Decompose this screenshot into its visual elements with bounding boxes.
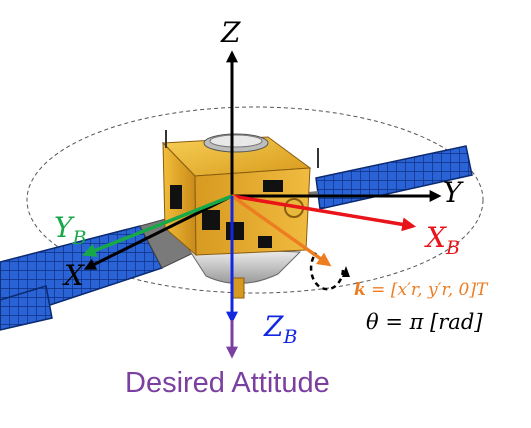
engine-cone [187, 247, 302, 299]
body-x-label: XB [424, 221, 460, 259]
body-x-axis [231, 194, 417, 232]
body-y-label: YB [54, 211, 86, 249]
rotation-circle-icon [309, 252, 350, 291]
rotation-axis-label: k = [x′r, y′r, 0]T [354, 280, 489, 300]
body-y-axis [82, 194, 233, 257]
world-z-label: Z [220, 16, 241, 49]
orbit-ellipse [26, 106, 484, 294]
caption: Desired Attitude [125, 367, 330, 399]
world-x-label: X [62, 259, 85, 292]
satellite-bus [161, 130, 319, 257]
rotation-angle-label: θ = π [rad] [366, 310, 483, 334]
body-z-label: ZB [263, 310, 297, 348]
world-y-label: Y [443, 176, 464, 209]
rotation-axis-arrow [230, 194, 332, 267]
world-x-axis [83, 194, 233, 270]
